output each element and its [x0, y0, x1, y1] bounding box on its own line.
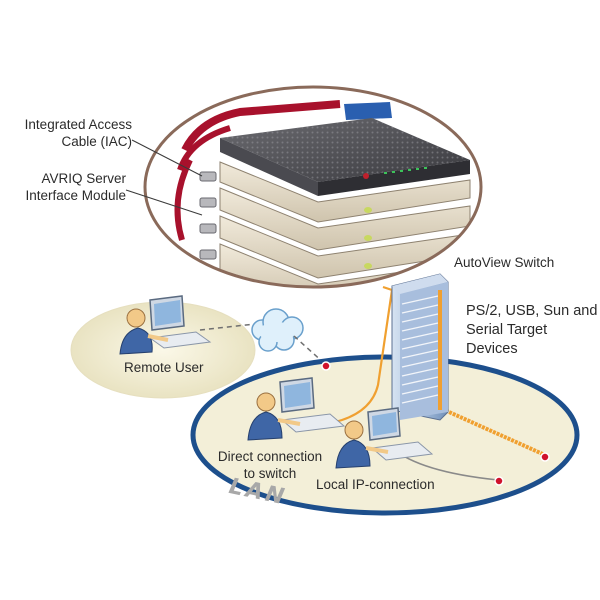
remote-link: [293, 335, 326, 365]
local-ip-label: Local IP-connection: [316, 477, 435, 492]
lan-connection-nodes: [321, 361, 550, 486]
avriq-module-icon: [199, 171, 217, 260]
direct-connection-label: Direct connection to switch: [204, 448, 336, 482]
lan-node: [321, 361, 331, 371]
callout-zoom: [125, 85, 483, 289]
direct-workstation-icon: [247, 377, 346, 441]
iac-leader-line: [131, 139, 203, 177]
lan-ring: [190, 354, 580, 516]
iac-label-line2: Cable (IAC): [61, 134, 132, 149]
direct-connection-label-line2: to switch: [243, 466, 297, 481]
iac-cable: [177, 125, 231, 172]
lan-node: [540, 452, 550, 462]
direct-connection-cable: [307, 285, 394, 432]
target-devices-label-line2: Serial Target Devices: [466, 322, 548, 357]
direct-connection-label-line1: Direct connection: [217, 449, 323, 464]
local-ip-workstation-icon: [335, 407, 434, 469]
iac-label: Integrated Access Cable (IAC): [12, 116, 132, 150]
autoview-switch-tower-icon: [391, 273, 449, 421]
remote-user-label: Remote User: [124, 360, 204, 375]
avriq-leader-line: [125, 189, 203, 216]
avriq-label-line2: Interface Module: [25, 188, 126, 203]
lan-node: [494, 476, 504, 486]
remote-user-workstation-icon: [119, 295, 212, 355]
callout-border: [143, 85, 483, 289]
network-cloud-icon: [251, 308, 304, 352]
iac-label-line1: Integrated Access: [24, 117, 132, 132]
target-devices-label: PS/2, USB, Sun and Serial Target Devices: [466, 302, 600, 359]
kvm-unit-icon: [220, 118, 470, 196]
iac-cable: [181, 100, 341, 152]
autoview-switch-label: AutoView Switch: [454, 255, 555, 270]
target-devices-label-line1: PS/2, USB, Sun and: [466, 303, 598, 319]
avriq-label-line1: AVRIQ Server: [41, 171, 126, 186]
remote-user-area: [70, 295, 256, 399]
avriq-label: AVRIQ Server Interface Module: [8, 170, 126, 204]
